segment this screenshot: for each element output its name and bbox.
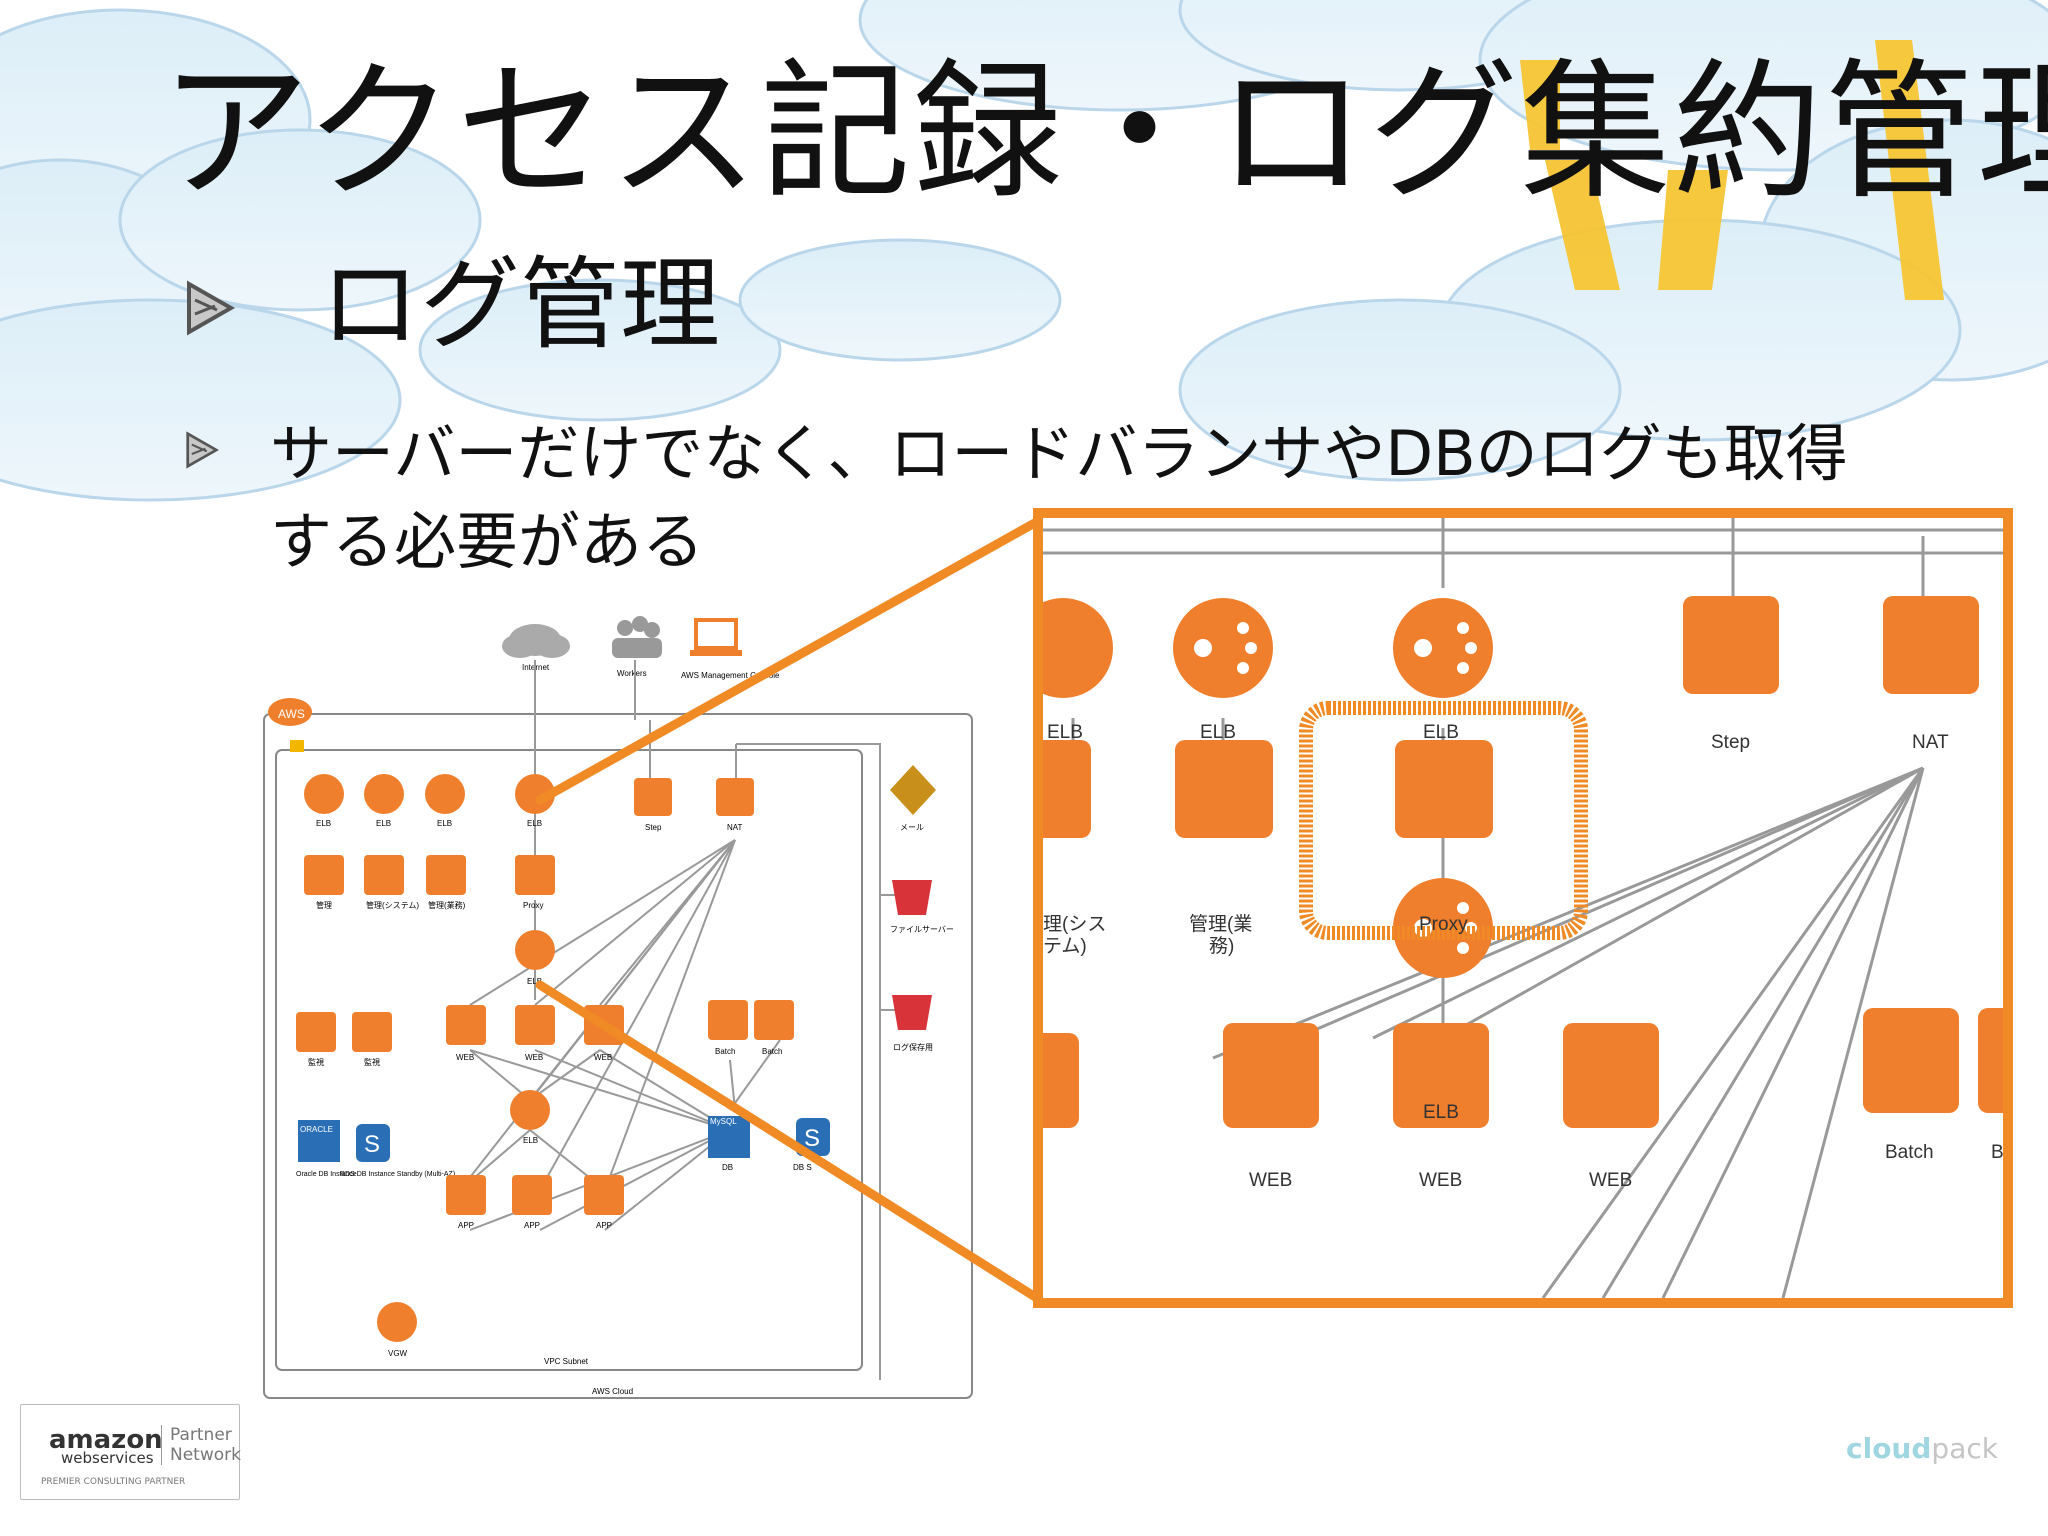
db-label: DB [722,1163,733,1172]
proxy-label: Proxy [523,901,543,910]
cloudpack-logo-b: pack [1931,1432,1998,1465]
file-server-label: ファイルサーバー [890,925,954,934]
aws-cloud-label: AWS Cloud [592,1387,633,1396]
oracle-db-icon: ORACLE [298,1120,340,1162]
zoom-kanri-sys-label: 理(シス [1043,914,1106,935]
step-label: Step [645,823,662,832]
kanri-label: 管理 [316,900,332,910]
nat-server-icon [716,778,754,816]
s3-bucket-icon [892,880,932,915]
aws-cloud-frame [263,713,973,1399]
kanri-server-icons [304,855,555,895]
svg-text:ORACLE: ORACLE [300,1125,333,1134]
zoom-elb-label: ELB [1047,722,1083,743]
cloud-icon [502,624,570,658]
cloudpack-logo-a: cloud [1846,1432,1932,1465]
elb-icons [304,774,555,814]
nat-label: NAT [727,823,743,832]
batch-label: Batch [715,1047,735,1056]
elb-label: ELB [523,1136,538,1145]
vgw-label: VGW [388,1349,408,1358]
slide-body-text: サーバーだけでなく、ロードバランサやDBのログも取得する必要がある [270,417,1848,578]
zoom-proxy-label: Proxy [1419,914,1468,935]
mysql-db-icon: MySQL [708,1116,750,1158]
slide-heading: ログ管理 [320,246,720,363]
aws-tag-icon: AWS [268,698,312,726]
kanri-sys-label: 管理(システム) [366,900,419,910]
rds-label: RDS DB Instance Standby (Multi-AZ) [340,1171,455,1178]
zoom-connection-lines [1043,518,2003,1298]
slide-title: アクセス記録・ログ集約管理 [160,46,2048,220]
elb-label: ELB [527,977,542,986]
web-label: WEB [594,1053,612,1062]
users-icon [612,616,662,658]
aws-partner-logo: amazon webservices Partner Network PREMI… [20,1404,241,1500]
vpc-subnet-frame [275,749,863,1371]
zoom-step-label: Step [1711,732,1750,753]
cloudpack-logo: cloudpack [1846,1432,1998,1465]
zoom-web-label: WEB [1589,1170,1632,1191]
zoom-kanri-sys-label-2: テム) [1043,936,1087,957]
zoom-elb-label: ELB [1423,1102,1459,1123]
web-label: WEB [456,1053,474,1062]
elb-label: ELB [437,819,452,828]
zoom-kanri-gyo-label-2: 務) [1209,935,1234,957]
zoom-web-label: WEB [1419,1170,1462,1191]
svg-text:MySQL: MySQL [710,1117,737,1126]
zoom-nat-label: NAT [1912,732,1949,753]
elb-icon [510,1090,550,1130]
db-standby-label: DB S [793,1163,812,1172]
partner-network-text: Partner Network [161,1425,241,1465]
oracle-db-label: Oracle DB Instance [296,1171,357,1178]
batch-label: Batch [762,1047,782,1056]
app-label: APP [524,1221,540,1230]
app-label: APP [458,1221,474,1230]
elb-label: ELB [527,819,542,828]
lock-icon [290,740,304,752]
zoom-web-label: WEB [1249,1170,1292,1191]
vpc-subnet-label: VPC Subnet [544,1357,589,1366]
app-server-icons [446,1175,624,1215]
kanshi-label: 監視 [308,1057,324,1067]
aws-brand-text: amazon [49,1425,163,1455]
zoomed-diagram-panel: ELB ELB ELB Step NAT 理(シス テム) 管理(業 務) Pr… [1033,508,2013,1308]
vgw-icon [377,1302,417,1342]
triangle-bullet-icon [187,280,235,336]
laptop-icon [690,618,742,656]
zoomed-diagram: ELB ELB ELB Step NAT 理(シス テム) 管理(業 務) Pr… [1043,518,2003,1298]
proxy-highlight-box [1299,701,1588,940]
mail-label: メール [900,823,924,832]
aws-tag-label: AWS [278,707,305,721]
rds-standby-icon: S [356,1124,390,1162]
zoom-batch-label: Batch [1885,1142,1934,1163]
premier-partner-text: PREMIER CONSULTING PARTNER [41,1477,186,1487]
elb-icon [515,930,555,970]
svg-text:S: S [364,1131,380,1158]
zoom-connector-lines [535,515,1045,1305]
console-label: AWS Management Console [681,671,780,680]
zoom-elb-label: ELB [1200,722,1236,743]
ses-mail-icon [890,765,936,815]
app-label: APP [596,1221,612,1230]
zoom-elb-label: ELB [1423,722,1459,743]
workers-label: Workers [617,669,647,678]
s3-bucket-icon [892,995,932,1030]
zoom-server-icons [1043,596,2003,1128]
kanshi-label: 監視 [364,1057,380,1067]
zoom-b-label: B [1991,1142,2003,1163]
step-server-icon [634,778,672,816]
triangle-bullet-icon [186,431,219,469]
aws-ws-text: webservices [61,1449,154,1467]
elb-label: ELB [376,819,391,828]
svg-text:S: S [804,1125,820,1152]
elb-label: ELB [316,819,331,828]
zoom-kanri-gyo-label: 管理(業 [1189,913,1252,935]
log-storage-label: ログ保存用 [893,1042,933,1052]
kanri-gyo-label: 管理(業務) [428,900,466,910]
web-label: WEB [525,1053,543,1062]
